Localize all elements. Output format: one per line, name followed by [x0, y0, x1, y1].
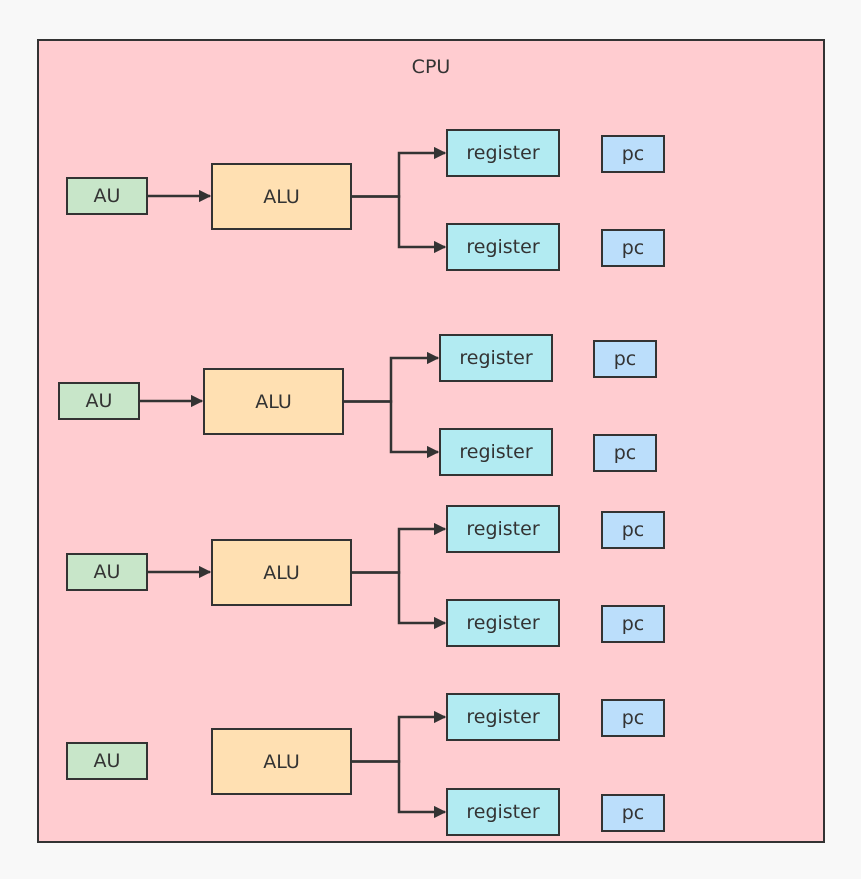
- register-box[interactable]: register: [439, 428, 553, 476]
- alu-to-register-arrow: [352, 146, 447, 198]
- cpu-label: CPU: [411, 56, 451, 78]
- au-box[interactable]: AU: [66, 742, 148, 780]
- alu-to-register-arrow: [352, 571, 447, 630]
- alu-box[interactable]: ALU: [203, 368, 344, 435]
- cpu-container: [37, 39, 825, 843]
- au-box[interactable]: AU: [58, 382, 140, 420]
- register-box[interactable]: register: [446, 505, 560, 553]
- alu-to-register-arrow: [352, 522, 447, 574]
- pc-box[interactable]: pc: [601, 605, 665, 643]
- alu-to-register-arrow: [344, 400, 440, 459]
- register-box[interactable]: register: [439, 334, 553, 382]
- alu-to-register-arrow: [352, 195, 447, 254]
- alu-to-register-arrow: [352, 760, 447, 819]
- au-box[interactable]: AU: [66, 553, 148, 591]
- register-box[interactable]: register: [446, 788, 560, 836]
- alu-box[interactable]: ALU: [211, 163, 352, 230]
- alu-box[interactable]: ALU: [211, 728, 352, 795]
- pc-box[interactable]: pc: [593, 340, 657, 378]
- pc-box[interactable]: pc: [601, 229, 665, 267]
- pc-box[interactable]: pc: [601, 511, 665, 549]
- alu-to-register-arrow: [344, 351, 440, 403]
- register-box[interactable]: register: [446, 223, 560, 271]
- alu-box[interactable]: ALU: [211, 539, 352, 606]
- pc-box[interactable]: pc: [601, 794, 665, 832]
- pc-box[interactable]: pc: [601, 699, 665, 737]
- pc-box[interactable]: pc: [593, 434, 657, 472]
- register-box[interactable]: register: [446, 599, 560, 647]
- register-box[interactable]: register: [446, 693, 560, 741]
- alu-to-register-arrow: [352, 710, 447, 763]
- au-box[interactable]: AU: [66, 177, 148, 215]
- register-box[interactable]: register: [446, 129, 560, 177]
- pc-box[interactable]: pc: [601, 135, 665, 173]
